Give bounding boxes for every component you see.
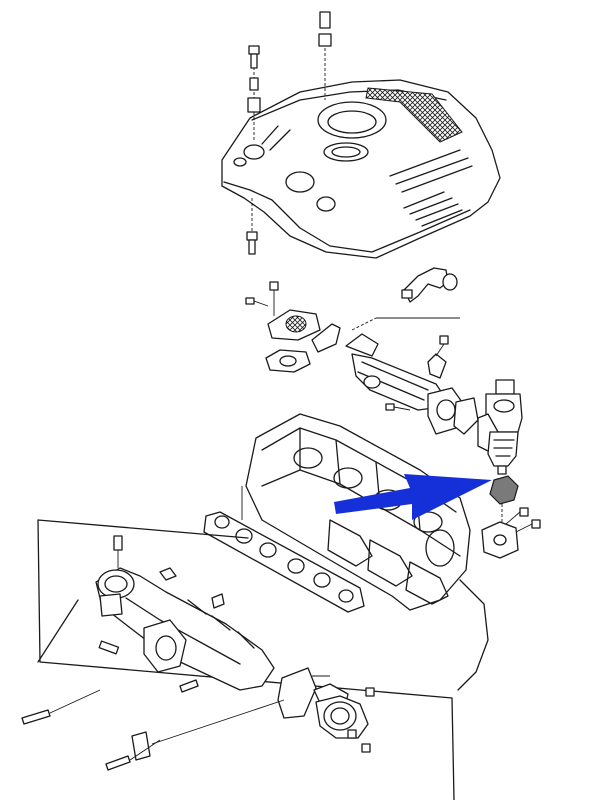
egr-valve [477, 379, 523, 475]
egr-valve-gasket [489, 475, 519, 505]
engine-cover [221, 79, 501, 259]
highlight-arrow [334, 474, 492, 520]
loose-bolts [21, 679, 285, 771]
throttle-body [277, 667, 375, 753]
egr-valve-bracket [481, 504, 541, 559]
egr-cooler [345, 333, 479, 435]
manifold-gasket [203, 511, 365, 613]
cylinder-head [241, 413, 489, 691]
cover-mounting-bolts [246, 11, 332, 255]
intake-manifold [95, 535, 275, 691]
egr-cooler-flange [245, 281, 341, 373]
egr-cooler-pipe [351, 267, 460, 331]
